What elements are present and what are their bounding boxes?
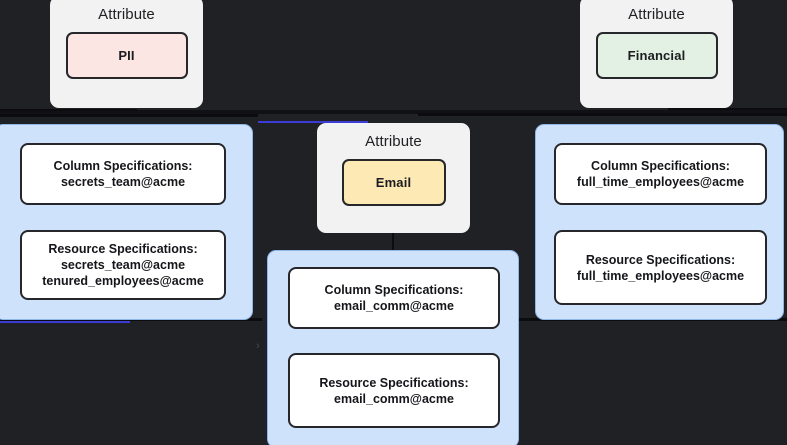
spec-value: full_time_employees@acme [576, 175, 745, 189]
attribute-card-email[interactable]: Attribute Email [317, 123, 470, 233]
attribute-card-pii[interactable]: Attribute PII [50, 0, 203, 108]
spec-group-financial[interactable]: Column Specifications: full_time_employe… [535, 124, 784, 320]
attribute-card-title: Attribute [628, 6, 685, 23]
spec-group-email[interactable]: Column Specifications: email_comm@acme R… [267, 250, 519, 445]
attribute-chip-email[interactable]: Email [341, 159, 446, 206]
spec-heading: Column Specifications: [591, 159, 730, 173]
spec-heading: Column Specifications: [53, 159, 193, 173]
spec-value: email_comm@acme [334, 299, 454, 313]
attribute-chip-pii[interactable]: PII [65, 32, 188, 79]
spec-heading: Resource Specifications: [319, 375, 469, 390]
attribute-chip-financial[interactable]: Financial [595, 32, 718, 79]
chevron-right-icon[interactable]: › [256, 340, 260, 352]
column-specifications-card[interactable]: Column Specifications: secrets_team@acme [20, 143, 226, 205]
attribute-card-financial[interactable]: Attribute Financial [580, 0, 733, 108]
spec-value: tenured_employees@acme [42, 274, 204, 288]
resource-specifications-card[interactable]: Resource Specifications: secrets_team@ac… [20, 230, 226, 300]
edge-email-vertical [392, 230, 394, 252]
column-specifications-card[interactable]: Column Specifications: full_time_employe… [554, 143, 767, 205]
resource-specifications-card[interactable]: Resource Specifications: email_comm@acme [288, 353, 500, 428]
edge-pii-to-group [0, 114, 258, 117]
spec-heading: Resource Specifications: [585, 252, 736, 267]
spec-value: secrets_team@acme [60, 175, 186, 189]
edge-highlight-bottom [0, 321, 130, 323]
spec-heading: Column Specifications: [324, 283, 464, 297]
spec-value: secrets_team@acme [60, 258, 186, 272]
edge-financial-to-group [418, 113, 787, 116]
spec-heading: Resource Specifications: [48, 242, 198, 256]
attribute-card-title: Attribute [98, 6, 155, 23]
spec-value: full_time_employees@acme [576, 268, 745, 283]
edge-horizontal-main [0, 110, 787, 114]
spec-value: email_comm@acme [334, 391, 454, 406]
resource-specifications-card[interactable]: Resource Specifications: full_time_emplo… [554, 230, 767, 305]
spec-group-pii[interactable]: Column Specifications: secrets_team@acme… [0, 124, 253, 320]
edge-highlight-top [258, 121, 368, 123]
attribute-card-title: Attribute [365, 133, 422, 150]
edge-financial-stub [668, 108, 787, 110]
edge-pii-stub [0, 109, 137, 111]
column-specifications-card[interactable]: Column Specifications: email_comm@acme [288, 267, 500, 329]
